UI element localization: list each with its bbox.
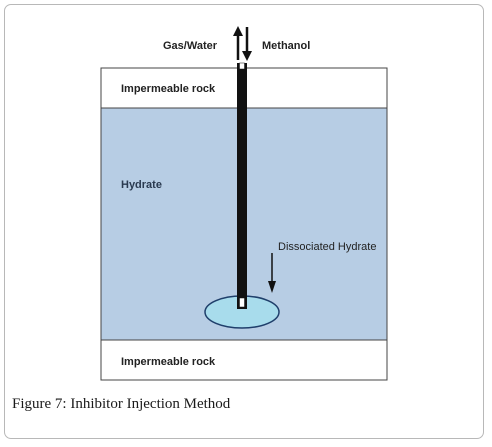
impermeable-rock-top-label: Impermeable rock bbox=[121, 83, 216, 95]
figure-caption: Figure 7: Inhibitor Injection Method bbox=[12, 396, 230, 413]
figure-caption-text: Inhibitor Injection Method bbox=[70, 396, 231, 412]
well-pipe-bottom-opening bbox=[239, 297, 245, 308]
gas-water-arrowhead-icon bbox=[233, 26, 243, 36]
gas-water-label: Gas/Water bbox=[163, 40, 218, 52]
impermeable-rock-bottom-label: Impermeable rock bbox=[121, 356, 216, 368]
dissociated-hydrate-label: Dissociated Hydrate bbox=[278, 241, 376, 253]
methanol-arrowhead-icon bbox=[242, 51, 252, 61]
figure-caption-prefix: Figure 7: bbox=[12, 396, 67, 412]
well-pipe-top-opening bbox=[239, 62, 245, 70]
dissociated-hydrate-arrowhead-icon bbox=[268, 281, 276, 293]
well-pipe bbox=[237, 63, 247, 309]
methanol-label: Methanol bbox=[262, 40, 310, 52]
hydrate-label: Hydrate bbox=[121, 179, 162, 191]
impermeable-rock-bottom-layer bbox=[100, 339, 388, 381]
